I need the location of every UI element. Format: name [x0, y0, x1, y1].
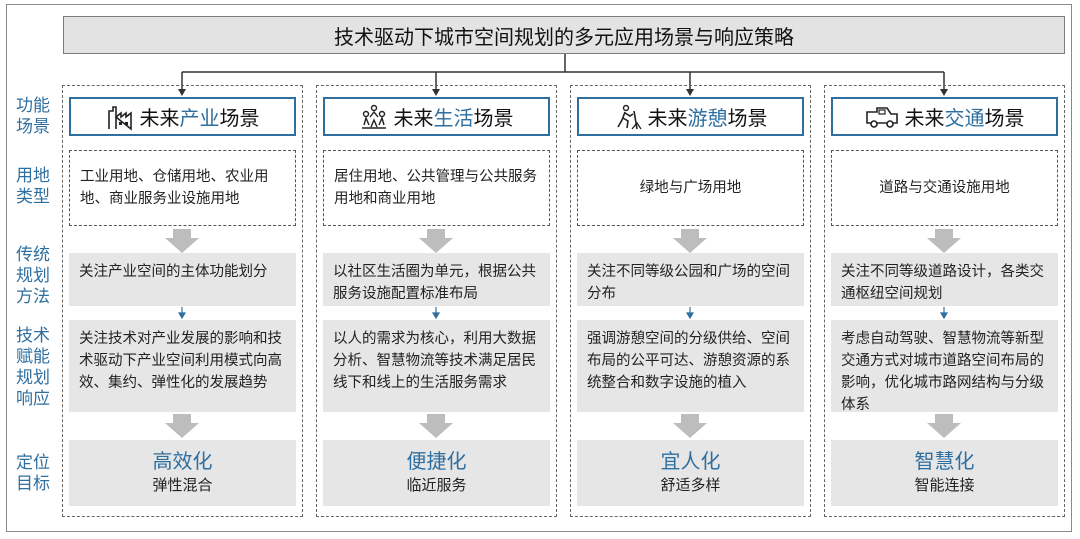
land-use-recreation: 绿地与广场用地 — [577, 150, 804, 226]
row-label-tech: 技术赋能规划响应 — [16, 326, 50, 409]
small-down-arrow — [431, 307, 441, 320]
column-industry — [62, 85, 303, 517]
row-label-traditional: 传统规划方法 — [16, 245, 50, 307]
big-down-arrow — [673, 229, 707, 253]
goal-sub-living: 临近服务 — [406, 476, 467, 494]
tech-response-transport: 考虑自动驾驶、智慧物流等新型交通方式对城市道路空间布局的影响，优化城市路网结构与… — [831, 320, 1058, 413]
factory-icon — [107, 105, 132, 131]
goal-main-recreation: 宜人化 — [660, 449, 721, 473]
goal-transport: 智慧化 智能连接 — [831, 440, 1058, 506]
column-recreation — [570, 85, 811, 517]
column-living — [316, 85, 557, 517]
traditional-method-living: 以社区生活圈为单元，根据公共服务设施配置标准布局 — [323, 253, 550, 306]
big-down-arrow — [165, 229, 199, 253]
column-transport — [824, 85, 1065, 517]
outer-frame — [6, 4, 1072, 532]
traditional-method-recreation: 关注不同等级公园和广场的空间分布 — [577, 253, 804, 306]
diagram-title: 技术驱动下城市空间规划的多元应用场景与响应策略 — [63, 16, 1065, 54]
land-use-living: 居住用地、公共管理与公共服务用地和商业用地 — [323, 150, 550, 226]
goal-main-transport: 智慧化 — [914, 449, 975, 473]
scene-title-recreation: 未来游憩场景 — [577, 97, 804, 136]
big-down-arrow — [419, 229, 453, 253]
big-down-arrow — [419, 414, 453, 438]
row-label-function: 功能场景 — [16, 96, 50, 137]
big-down-arrow — [673, 414, 707, 438]
goal-main-industry: 高效化 — [152, 449, 213, 473]
row-label-goal: 定位目标 — [16, 453, 50, 494]
small-down-arrow — [685, 307, 695, 320]
goal-recreation: 宜人化 舒适多样 — [577, 440, 804, 506]
big-down-arrow — [927, 414, 961, 438]
scene-title-transport: 未来交通场景 — [831, 97, 1058, 136]
hiking-icon — [616, 104, 642, 129]
scene-title-living: 未来生活场景 — [323, 97, 550, 136]
small-down-arrow — [939, 307, 949, 320]
connector-arrow — [432, 72, 440, 96]
land-use-transport: 道路与交通设施用地 — [831, 150, 1058, 226]
big-down-arrow — [927, 229, 961, 253]
community-people-icon — [361, 104, 386, 129]
tech-response-recreation: 强调游憩空间的分级供给、空间布局的公平可达、游憩资源的系统整合和数字设施的植入 — [577, 320, 804, 412]
tech-response-living: 以人的需求为核心，利用大数据分析、智慧物流等技术满足居民线下和线上的生活服务需求 — [323, 320, 550, 412]
big-down-arrow — [165, 414, 199, 438]
goal-sub-transport: 智能连接 — [914, 476, 975, 494]
connector-arrow — [178, 72, 186, 96]
goal-sub-recreation: 舒适多样 — [660, 476, 721, 494]
connector-arrow — [686, 72, 694, 96]
goal-main-living: 便捷化 — [406, 449, 467, 473]
land-use-industry: 工业用地、仓储用地、农业用地、商业服务业设施用地 — [69, 150, 296, 226]
goal-industry: 高效化 弹性混合 — [69, 440, 296, 506]
goal-sub-industry: 弹性混合 — [152, 476, 213, 494]
goal-living: 便捷化 临近服务 — [323, 440, 550, 506]
row-label-land: 用地类型 — [16, 166, 50, 207]
scene-title-industry: 未来产业场景 — [69, 97, 296, 136]
traditional-method-industry: 关注产业空间的主体功能划分 — [69, 253, 296, 306]
tech-response-industry: 关注技术对产业发展的影响和技术驱动下产业空间利用模式向高效、集约、弹性化的发展趋… — [69, 320, 296, 412]
small-down-arrow — [177, 307, 187, 320]
traditional-method-transport: 关注不同等级道路设计，各类交通枢纽空间规划 — [831, 253, 1058, 306]
vehicle-icon — [865, 106, 898, 128]
connector-arrow — [940, 72, 948, 96]
